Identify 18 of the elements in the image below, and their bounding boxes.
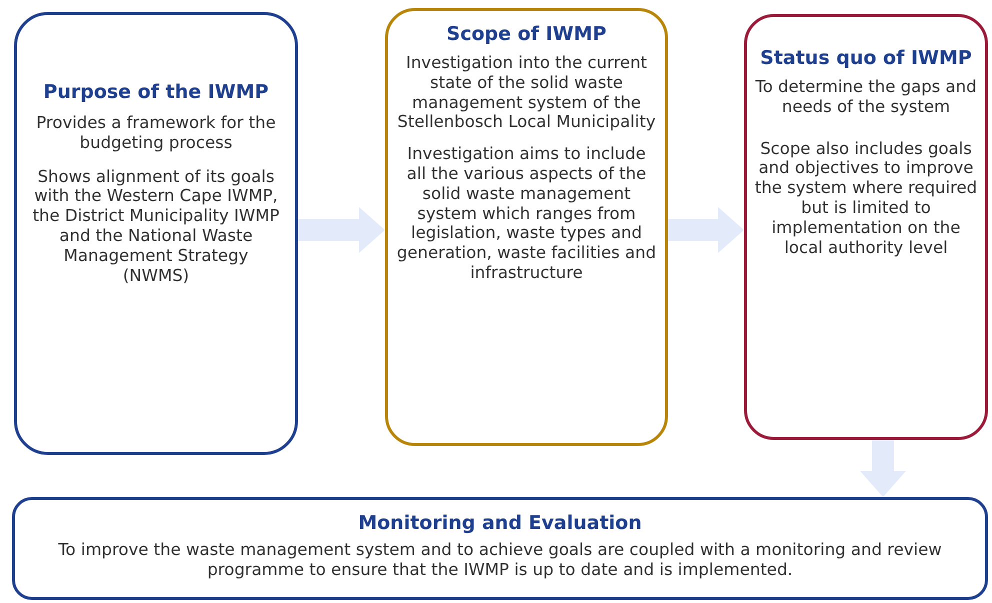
box-heading: Purpose of the IWMP (43, 81, 269, 103)
rounded-box (385, 8, 668, 446)
block-arrow (668, 207, 744, 253)
rounded-box (14, 12, 298, 455)
block-arrow (860, 440, 906, 497)
box-heading: Status quo of IWMP (760, 47, 972, 69)
block-arrow (298, 207, 385, 253)
box-text: Scope also includes goals and objectives to improve the system where required but is limited to implementation on the local authority level (754, 138, 978, 258)
box-text: Shows alignment of its goals with the Western Cape IWMP, the District Municipality IWMP and the National Waste Management Strategy (NWMS) (32, 166, 280, 286)
rounded-box (744, 14, 988, 440)
box-text: Investigation into the current state of the solid waste management system of the Stellenbosch Local Municipality (396, 53, 657, 132)
box-heading: Scope of IWMP (446, 23, 606, 45)
box-text: Provides a framework for the budgeting process (35, 113, 277, 153)
rounded-box (12, 497, 988, 600)
box-heading: Monitoring and Evaluation (358, 512, 642, 534)
box-text: Investigation aims to include all the various aspects of the solid waste management system which ranges from legislation, waste types and generation, waste facilities and infrastructure (396, 144, 658, 283)
box-text: To improve the waste management system and to achieve goals are coupled with a monitoring and review programme to ensure that the IWMP is up to date and is implemented. (57, 540, 943, 580)
box-text: To determine the gaps and needs of the system (754, 77, 978, 117)
